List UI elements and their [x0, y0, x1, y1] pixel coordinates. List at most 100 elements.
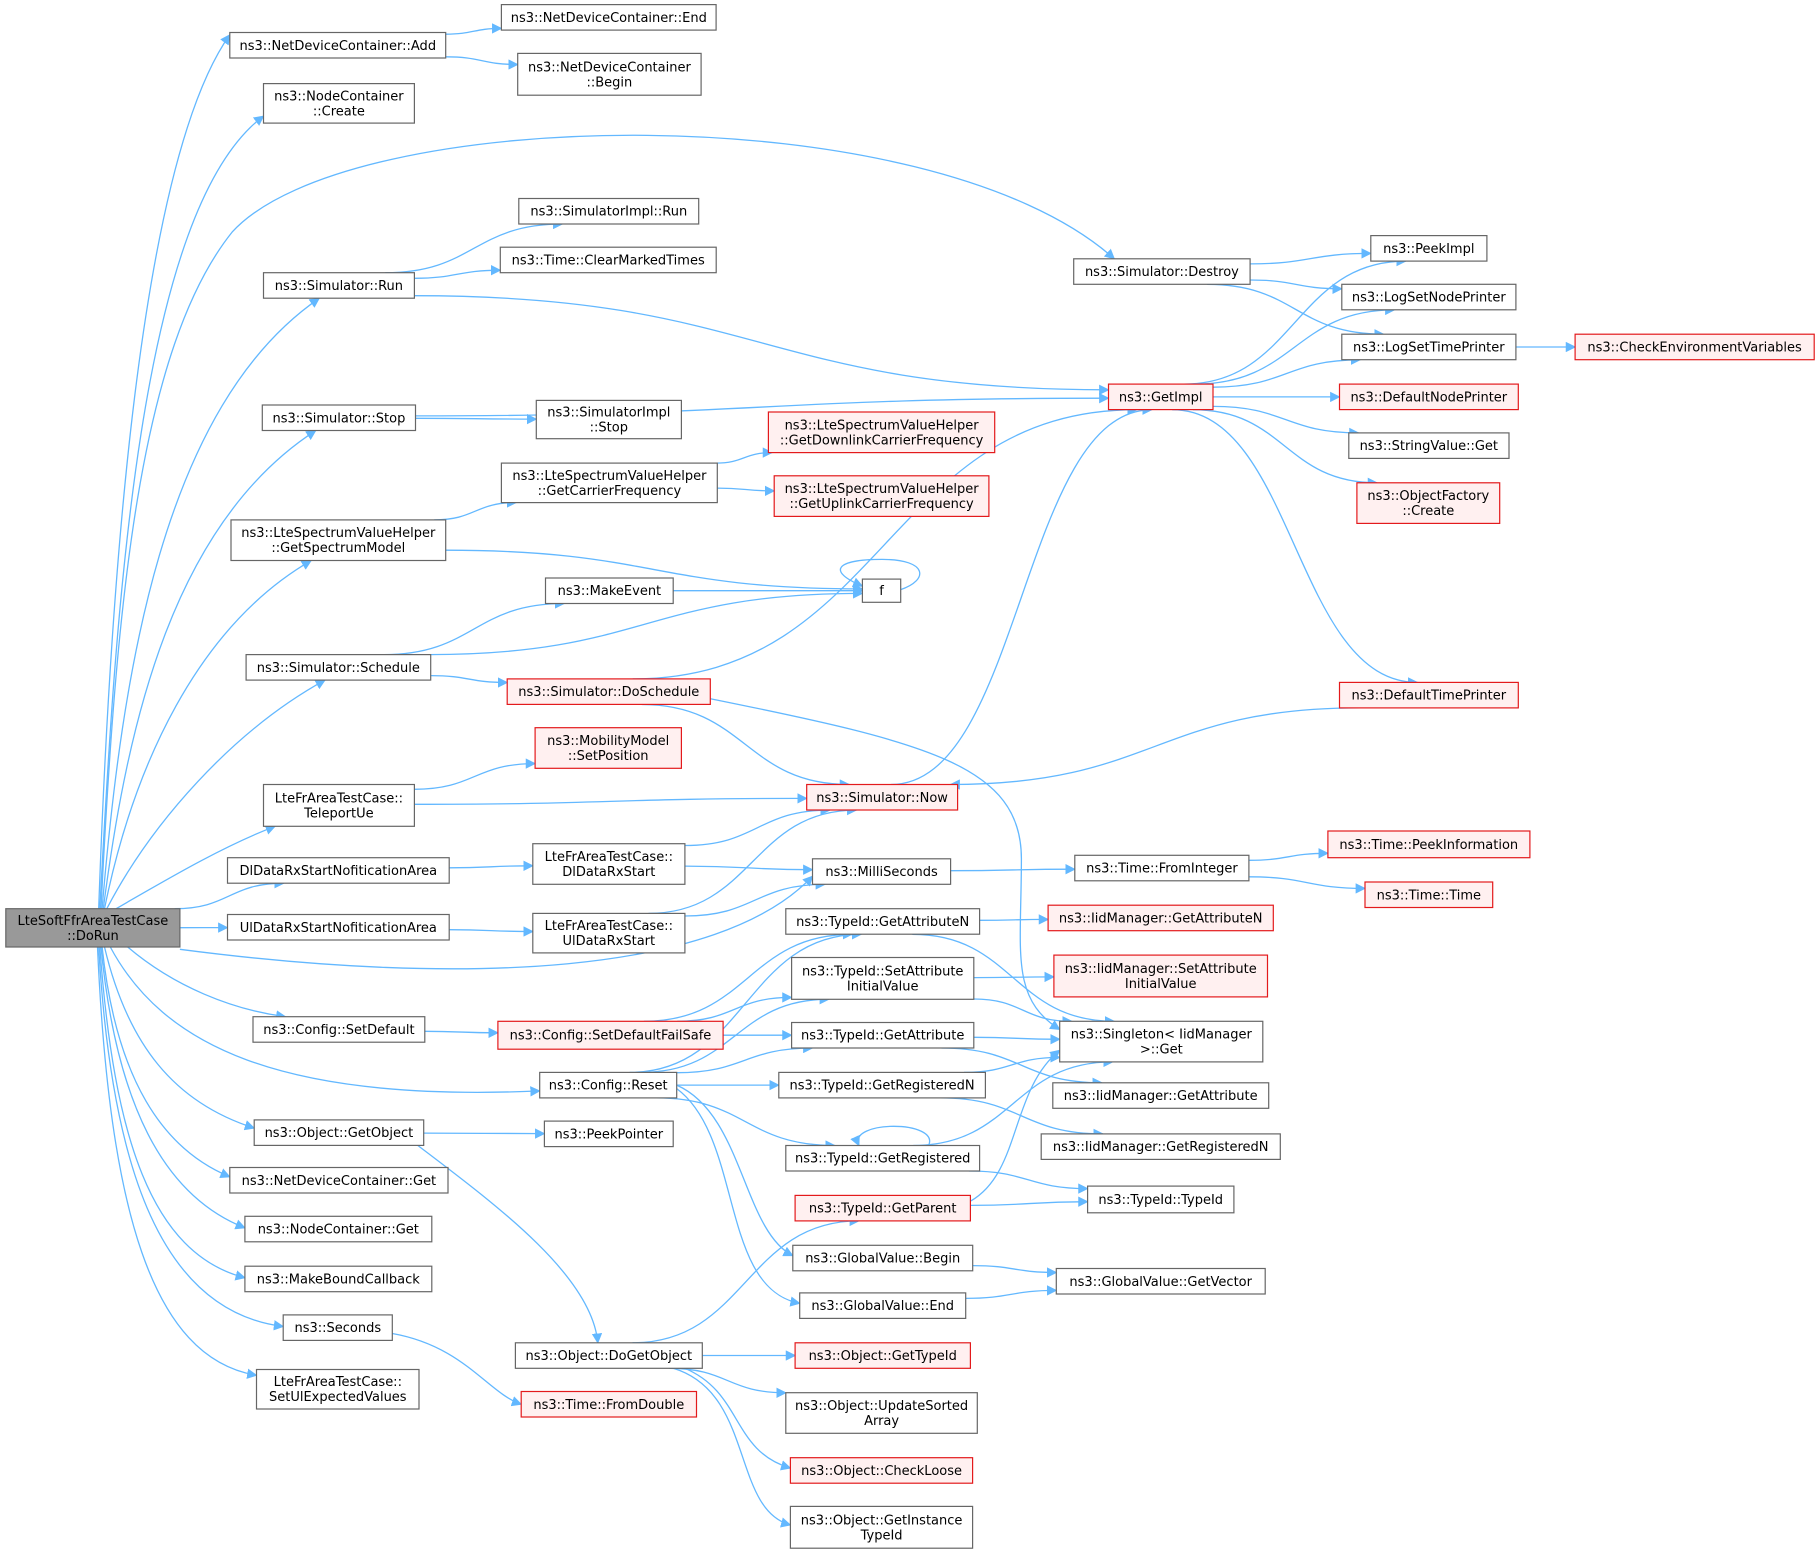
function-node-box: [255, 1368, 420, 1410]
function-node-label: ns3::GetImpl: [1119, 390, 1203, 405]
function-node[interactable]: ns3::Time::FromInteger: [1074, 854, 1250, 882]
function-node[interactable]: ns3::Simulator::Stop: [261, 404, 417, 432]
function-node-box: [1053, 954, 1269, 998]
function-node[interactable]: f: [861, 578, 902, 603]
function-node[interactable]: ns3::Simulator::Schedule: [245, 653, 432, 681]
function-node-box: [262, 82, 415, 124]
function-node[interactable]: ns3::PeekPointer: [543, 1120, 674, 1148]
root-function-node[interactable]: LteSoftFfrAreaTestCase::DoRun: [5, 908, 181, 948]
function-node-box: [1348, 432, 1510, 459]
function-node[interactable]: ns3::TypeId::GetRegisteredN: [778, 1071, 986, 1099]
function-node[interactable]: ns3::NodeContainer::Get: [244, 1215, 433, 1243]
function-node[interactable]: ns3::Time::FromDouble: [520, 1390, 698, 1418]
function-node[interactable]: ns3::MobilityModel::SetPosition: [534, 727, 682, 769]
function-node[interactable]: LteFrAreaTestCase::TeleportUe: [262, 783, 415, 827]
function-node[interactable]: ns3::Object::GetTypeId: [794, 1342, 971, 1369]
call-edge-root-to-dlNotif: [174, 878, 285, 910]
function-node[interactable]: UlDataRxStartNofiticationArea: [226, 913, 450, 941]
function-node[interactable]: ns3::Simulator::Now: [806, 783, 959, 811]
function-node-label: ns3::LteSpectrumValueHelper: [241, 526, 436, 541]
function-node[interactable]: ns3::MakeEvent: [544, 577, 674, 605]
function-node[interactable]: ns3::DefaultTimePrinter: [1338, 681, 1519, 709]
function-node[interactable]: ns3::GlobalValue::End: [799, 1292, 967, 1320]
function-node[interactable]: ns3::IidManager::GetAttributeN: [1047, 904, 1274, 932]
function-node-label: ns3::GlobalValue::Begin: [805, 1252, 960, 1267]
call-edge-doGetObject-to-objUpdSorted: [669, 1367, 787, 1398]
function-node[interactable]: ns3::Object::DoGetObject: [514, 1342, 703, 1369]
function-node[interactable]: ns3::Simulator::Destroy: [1073, 258, 1251, 285]
function-node[interactable]: ns3::Seconds: [282, 1314, 393, 1342]
function-node[interactable]: ns3::TypeId::GetParent: [794, 1194, 971, 1222]
function-node-label: ::GetCarrierFrequency: [538, 484, 682, 499]
function-node[interactable]: ns3::Object::GetObject: [253, 1119, 425, 1147]
function-node-label: ns3::Seconds: [294, 1321, 381, 1336]
function-node-label: ns3::Object::CheckLoose: [801, 1464, 962, 1479]
function-node-box: [500, 462, 718, 504]
function-node[interactable]: ns3::NetDeviceContainer::Add: [229, 31, 447, 59]
function-node-label: ns3::MakeBoundCallback: [257, 1272, 421, 1287]
function-node[interactable]: ns3::LteSpectrumValueHelper::GetUplinkCa…: [773, 475, 990, 517]
function-node[interactable]: ns3::LteSpectrumValueHelper::GetSpectrum…: [230, 519, 447, 562]
function-node[interactable]: ns3::IidManager::GetRegisteredN: [1040, 1133, 1281, 1161]
function-node[interactable]: DlDataRxStartNofiticationArea: [226, 857, 450, 884]
function-node-box: [1370, 235, 1488, 262]
call-edge-simNow-to-getImpl: [890, 404, 1153, 786]
call-edge-gvEnd-to-gvGetVector: [965, 1285, 1058, 1300]
function-node[interactable]: ns3::IidManager::GetAttribute: [1052, 1082, 1270, 1109]
function-node[interactable]: ns3::LogSetTimePrinter: [1341, 333, 1517, 361]
function-node[interactable]: LteFrAreaTestCase::SetUlExpectedValues: [255, 1368, 420, 1410]
function-node[interactable]: ns3::GlobalValue::Begin: [792, 1244, 974, 1272]
call-edge-simSchedule-to-makeEvent: [383, 598, 566, 656]
function-node[interactable]: ns3::SimulatorImpl::Run: [518, 197, 700, 225]
function-node[interactable]: ns3::IidManager::SetAttributeInitialValu…: [1053, 954, 1269, 998]
function-node[interactable]: ns3::DefaultNodePrinter: [1338, 383, 1519, 411]
call-edge-getImpl-to-logTime: [1212, 354, 1362, 388]
function-node[interactable]: ns3::GetImpl: [1107, 383, 1214, 411]
function-node[interactable]: ns3::Time::Time: [1364, 881, 1494, 909]
function-node[interactable]: ns3::LogSetNodePrinter: [1341, 283, 1517, 311]
call-edge-doGetObject-to-objGetInst: [673, 1367, 792, 1528]
call-edge-root-to-simStop: [102, 430, 317, 909]
function-node-label: ns3::Simulator::Destroy: [1085, 265, 1239, 280]
function-node-box: [282, 1314, 393, 1342]
function-node[interactable]: ns3::PeekImpl: [1370, 235, 1488, 262]
function-node[interactable]: ns3::SimulatorImpl::Stop: [535, 399, 682, 440]
function-node-box: [520, 1390, 698, 1418]
function-node[interactable]: LteFrAreaTestCase::UlDataRxStart: [532, 912, 686, 954]
function-node[interactable]: ns3::MilliSeconds: [811, 858, 952, 885]
function-node[interactable]: ns3::GlobalValue::GetVector: [1055, 1267, 1266, 1295]
function-node[interactable]: ns3::TypeId::GetAttribute: [790, 1021, 975, 1049]
function-node[interactable]: ns3::Time::PeekInformation: [1327, 830, 1531, 859]
function-node[interactable]: ns3::Config::SetDefaultFailSafe: [497, 1020, 724, 1050]
function-node[interactable]: ns3::NodeContainer::Create: [262, 82, 415, 124]
function-node[interactable]: ns3::StringValue::Get: [1348, 432, 1510, 459]
function-node[interactable]: ns3::TypeId::GetRegistered: [785, 1144, 981, 1172]
function-node[interactable]: ns3::Singleton< IidManager>::Get: [1059, 1020, 1264, 1063]
function-node[interactable]: ns3::LteSpectrumValueHelper::GetDownlink…: [767, 411, 996, 454]
function-node[interactable]: ns3::LteSpectrumValueHelper::GetCarrierF…: [500, 462, 718, 504]
call-edge-root-to-ndcGet: [101, 946, 231, 1179]
function-node[interactable]: ns3::Simulator::Run: [262, 272, 415, 299]
function-node[interactable]: ns3::ObjectFactory::Create: [1356, 482, 1501, 524]
function-node-label: ::Stop: [590, 421, 628, 436]
function-node[interactable]: ns3::Config::SetDefault: [252, 1016, 426, 1043]
function-node[interactable]: ns3::NetDeviceContainer::Begin: [517, 52, 702, 96]
function-node[interactable]: ns3::TypeId::GetAttributeN: [785, 908, 981, 935]
function-node[interactable]: ns3::CheckEnvironmentVariables: [1574, 333, 1815, 361]
call-edge-cfgReset-to-setAttrInit: [640, 994, 831, 1074]
function-node-label: ns3::Simulator::Schedule: [257, 661, 420, 676]
function-node[interactable]: ns3::MakeBoundCallback: [244, 1265, 433, 1293]
function-node-label: ns3::TypeId::GetAttributeN: [796, 915, 969, 930]
function-node[interactable]: ns3::Object::CheckLoose: [789, 1457, 974, 1484]
function-node[interactable]: ns3::Simulator::DoSchedule: [506, 678, 711, 706]
function-node[interactable]: LteFrAreaTestCase::DlDataRxStart: [532, 843, 686, 885]
function-node[interactable]: ns3::NetDeviceContainer::End: [500, 3, 717, 31]
function-node[interactable]: ns3::TypeId::TypeId: [1086, 1185, 1235, 1214]
function-node[interactable]: ns3::NetDeviceContainer::Get: [229, 1166, 449, 1194]
function-node-box: [253, 1119, 425, 1147]
function-node[interactable]: ns3::Config::Reset: [539, 1071, 678, 1099]
function-node[interactable]: ns3::Time::ClearMarkedTimes: [499, 246, 717, 274]
